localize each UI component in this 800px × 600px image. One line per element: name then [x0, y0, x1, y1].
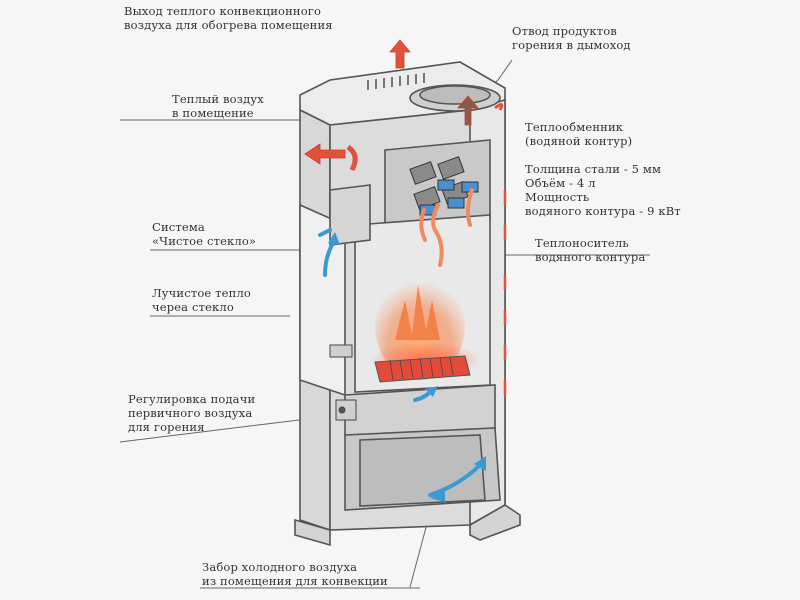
label-cold-air: Забор холодного воздуха из помещения для…	[202, 560, 388, 588]
air-intake	[329, 344, 357, 421]
label-primary-air: Регулировка подачи первичного воздуха дл…	[128, 392, 256, 434]
warm-air-arrows	[304, 39, 504, 172]
label-heat-exchanger: Теплообменник (водяной контур)	[525, 120, 633, 148]
top-vent	[367, 73, 425, 90]
convective-arrowheads	[328, 232, 486, 502]
label-clean-glass: Система «Чистое стекло»	[152, 220, 257, 248]
fire	[370, 270, 480, 383]
label-convection-out: Выход теплого конвекционного воздуха для…	[124, 4, 333, 32]
label-flue: Отвод продуктов горения в дымоход	[512, 24, 631, 52]
label-specs: Толщина стали - 5 мм Объём - 4 л Мощност…	[525, 162, 681, 218]
combustion-arrows	[419, 188, 474, 267]
label-radiant-heat: Лучистое тепло череа стекло	[152, 286, 251, 314]
heat-exchanger-blocks	[409, 156, 479, 216]
label-coolant: Теплоноситель водяного контура	[535, 236, 646, 264]
label-warm-air: Теплый воздух в помещение	[172, 92, 264, 120]
